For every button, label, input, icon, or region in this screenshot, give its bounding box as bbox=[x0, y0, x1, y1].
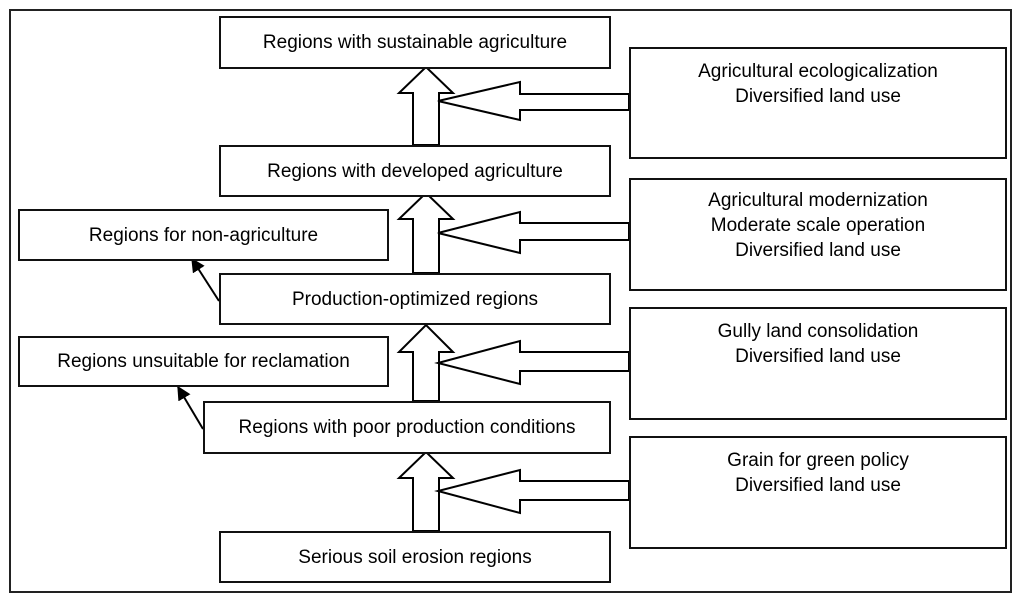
stage-poor-production: Regions with poor production conditions bbox=[203, 401, 611, 454]
left-arrow-gully bbox=[434, 339, 630, 386]
measure-line: Gully land consolidation bbox=[717, 321, 919, 342]
stage-sustainable-label: Regions with sustainable agriculture bbox=[262, 32, 568, 53]
measure-box-modernization: Agricultural modernization Moderate scal… bbox=[629, 178, 1007, 291]
up-arrow-poor-to-optimized bbox=[396, 323, 456, 402]
stage-non-agriculture: Regions for non-agriculture bbox=[18, 209, 389, 261]
diagram-frame bbox=[9, 9, 1012, 593]
stage-production-optimized: Production-optimized regions bbox=[219, 273, 611, 325]
diagonal-arrow-to-non-agriculture bbox=[191, 257, 220, 302]
stage-developed-label: Regions with developed agriculture bbox=[267, 160, 563, 182]
up-arrow-erosion-to-poor bbox=[396, 450, 456, 532]
measure-line: Diversified land use bbox=[735, 86, 901, 107]
measure-line: Agricultural modernization bbox=[708, 190, 928, 211]
measure-box-grain-for-green: Grain for green policy Diversified land … bbox=[629, 436, 1007, 549]
measure-box-ecologicalization: Agricultural ecologicalization Diversifi… bbox=[629, 47, 1007, 159]
stage-unsuitable-reclamation: Regions unsuitable for reclamation bbox=[18, 336, 389, 387]
left-arrow-modernization bbox=[437, 210, 630, 255]
stage-poor-label: Regions with poor production conditions bbox=[238, 417, 576, 438]
measure-line: Moderate scale operation bbox=[710, 215, 926, 236]
diagonal-arrow-to-unsuitable bbox=[177, 385, 204, 430]
stage-soil-erosion: Serious soil erosion regions bbox=[219, 531, 611, 583]
measure-line: Diversified land use bbox=[735, 346, 901, 367]
stage-non-agriculture-label: Regions for non-agriculture bbox=[88, 224, 319, 246]
stage-erosion-label: Serious soil erosion regions bbox=[298, 546, 532, 568]
up-arrow-optimized-to-developed bbox=[396, 191, 456, 274]
up-arrow-developed-to-sustainable bbox=[396, 65, 456, 146]
measure-line: Agricultural ecologicalization bbox=[698, 61, 938, 82]
measure-line: Diversified land use bbox=[735, 475, 901, 496]
measure-line: Grain for green policy bbox=[727, 450, 909, 471]
measure-line: Diversified land use bbox=[735, 240, 901, 261]
left-arrow-ecologicalization bbox=[437, 80, 630, 122]
stage-developed-agriculture: Regions with developed agriculture bbox=[219, 145, 611, 197]
left-arrow-grain-for-green bbox=[434, 468, 630, 515]
stage-sustainable-agriculture: Regions with sustainable agriculture bbox=[219, 16, 611, 69]
stage-optimized-label: Production-optimized regions bbox=[291, 288, 539, 310]
measure-box-gully: Gully land consolidation Diversified lan… bbox=[629, 307, 1007, 420]
stage-unsuitable-label: Regions unsuitable for reclamation bbox=[57, 351, 350, 372]
